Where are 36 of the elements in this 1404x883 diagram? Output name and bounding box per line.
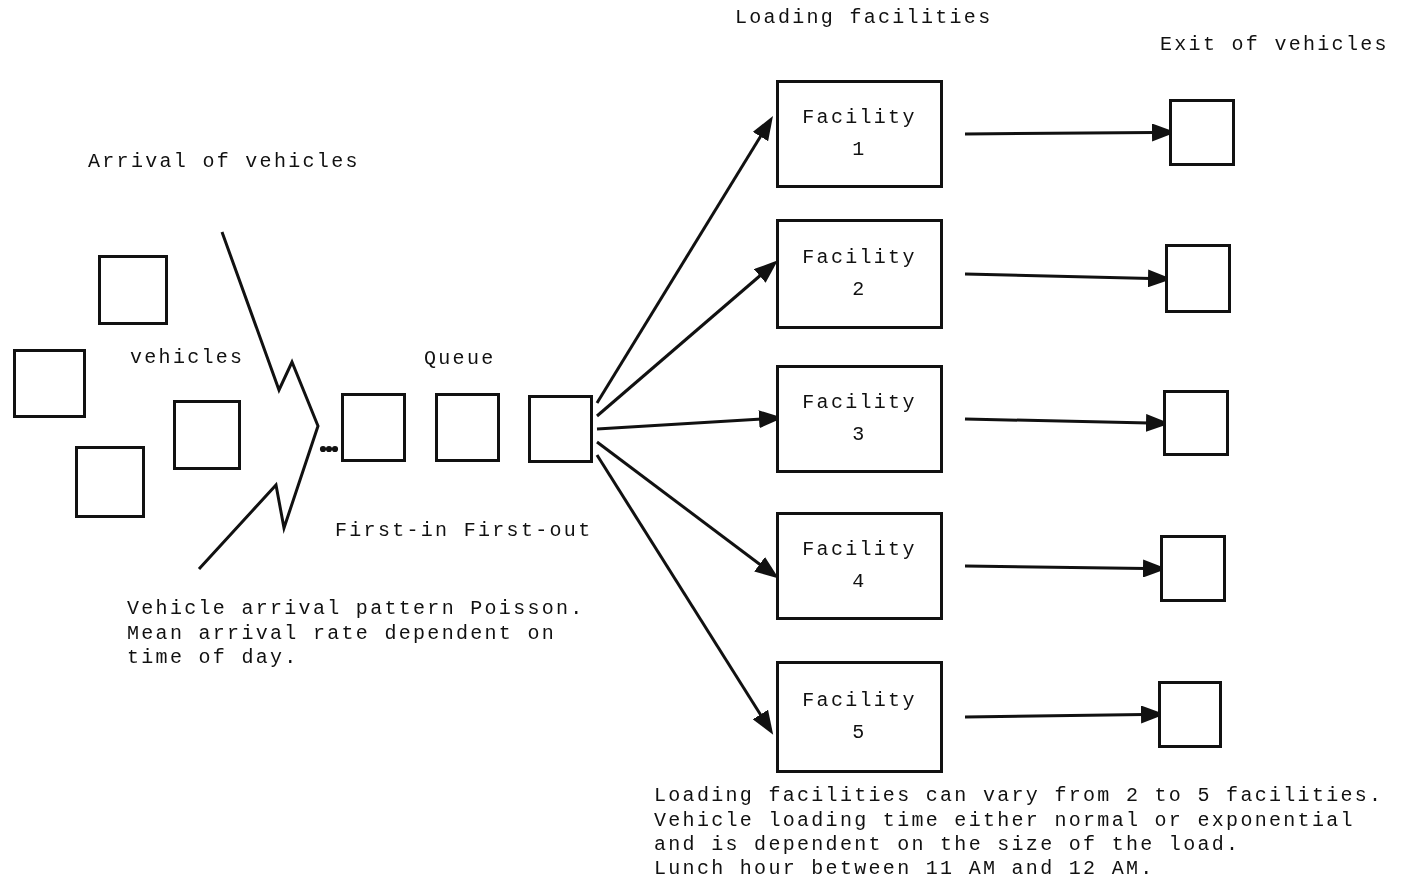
heading: Exit of vehicles xyxy=(1160,33,1390,57)
queue-box xyxy=(341,393,406,462)
exit-box xyxy=(1165,244,1231,313)
facility-box xyxy=(776,219,943,329)
exit-box xyxy=(1160,535,1226,602)
facility-box xyxy=(776,80,943,188)
arrow xyxy=(596,260,778,418)
note-text: Loading facilities can vary from 2 to 5 facilities. xyxy=(654,784,1385,808)
exit-box xyxy=(1169,99,1235,166)
facility-label: Facility 2 xyxy=(801,245,918,303)
vehicle-box xyxy=(173,400,241,470)
facility-box xyxy=(776,512,943,620)
note-text: Mean arrival rate dependent on time of day. xyxy=(127,622,558,670)
note-text: Vehicle arrival pattern Poisson. xyxy=(127,597,586,621)
queue-box xyxy=(528,395,593,463)
group-label: vehicles xyxy=(130,346,246,370)
facility-label: Facility 3 xyxy=(801,390,918,448)
vehicle-box xyxy=(13,349,86,418)
facility-box xyxy=(776,365,943,473)
facility-label: Facility 5 xyxy=(801,688,918,746)
facility-label: Facility 4 xyxy=(801,537,918,595)
group-label: Queue xyxy=(424,347,497,371)
arrow xyxy=(595,454,774,735)
heading: Arrival of vehicles xyxy=(88,150,361,174)
group-label: First-in First-out xyxy=(335,519,594,543)
arrow xyxy=(595,116,773,404)
queue-box xyxy=(435,393,500,462)
exit-box xyxy=(1163,390,1229,456)
heading: Loading facilities xyxy=(735,6,994,30)
note-text: Vehicle loading time either normal or exponential and is dependent on the size of the load. xyxy=(654,809,1356,857)
facility-box xyxy=(776,661,943,773)
exit-box xyxy=(1158,681,1222,748)
facility-label: Facility 1 xyxy=(801,105,918,163)
vehicle-box xyxy=(98,255,168,325)
note-text: Lunch hour between 11 AM and 12 AM. xyxy=(654,857,1156,881)
vehicle-box xyxy=(75,446,145,518)
